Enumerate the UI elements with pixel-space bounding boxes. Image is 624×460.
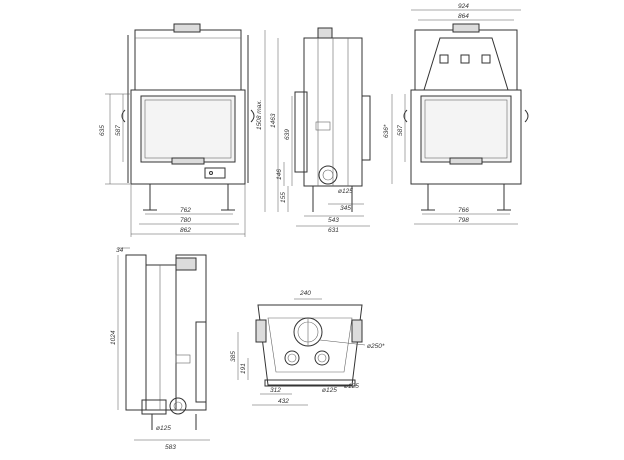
rear-view: 924 864 636* 587 766 798 bbox=[383, 3, 529, 225]
rear-dim-798: 798 bbox=[458, 217, 469, 224]
top-dim-240: 240 bbox=[299, 290, 311, 297]
rear-dim-924: 924 bbox=[458, 3, 469, 10]
front-hood bbox=[134, 29, 242, 91]
side-dim-543: 543 bbox=[328, 217, 339, 224]
section-dim-1024: 1024 bbox=[110, 330, 117, 345]
section-dim-34: 34 bbox=[116, 247, 124, 254]
rear-vent-3 bbox=[481, 54, 491, 64]
top-body bbox=[257, 304, 363, 386]
side-dim-1508max: 1508 max. bbox=[256, 99, 263, 130]
side-dim-631: 631 bbox=[328, 227, 339, 234]
side-dim-639: 639 bbox=[284, 129, 291, 140]
side-door bbox=[294, 91, 308, 173]
side-dim-d125: ø125 bbox=[338, 188, 353, 195]
front-side-clips bbox=[121, 109, 255, 123]
top-dim-312: 312 bbox=[270, 387, 281, 394]
rear-door-glass bbox=[420, 95, 512, 163]
side-view: 1508 max. 1463 639 146 155 ø125 345 543 … bbox=[256, 27, 371, 234]
front-body bbox=[130, 89, 246, 185]
rear-vent-2 bbox=[460, 54, 470, 64]
side-flue-outlet bbox=[318, 165, 338, 185]
front-dim-862: 862 bbox=[180, 227, 191, 234]
top-air-inlet-left bbox=[284, 350, 300, 366]
rear-hood-trapezoid bbox=[423, 37, 509, 91]
rear-dim-636star: 636* bbox=[383, 124, 390, 138]
front-air-control bbox=[204, 167, 226, 179]
front-dim-780: 780 bbox=[180, 217, 191, 224]
rear-hood bbox=[414, 29, 518, 91]
side-dim-1463: 1463 bbox=[270, 113, 277, 128]
top-view: 240 385 191 ø250* 312 432 ø125 ø125 bbox=[230, 290, 385, 406]
top-dim-d125-right: ø125 bbox=[344, 383, 359, 390]
top-dim-385: 385 bbox=[230, 351, 237, 362]
section-flue-outlet bbox=[169, 397, 187, 415]
front-door-handle bbox=[171, 157, 205, 165]
rear-dim-587: 587 bbox=[397, 125, 404, 136]
front-dim-587: 587 bbox=[115, 125, 122, 136]
section-body bbox=[145, 264, 177, 411]
front-door-glass bbox=[140, 95, 236, 163]
rear-body bbox=[410, 89, 522, 185]
top-dim-d250star: ø250* bbox=[367, 343, 385, 350]
rear-vent-1 bbox=[439, 54, 449, 64]
side-collar bbox=[317, 27, 333, 39]
front-dim-635: 635 bbox=[99, 125, 106, 136]
front-collar bbox=[173, 23, 201, 33]
side-dim-146: 146 bbox=[276, 169, 283, 180]
section-dim-d125: ø125 bbox=[156, 425, 171, 432]
front-dim-762: 762 bbox=[180, 207, 191, 214]
top-dim-191: 191 bbox=[240, 363, 247, 374]
front-view: 635 587 762 780 862 bbox=[99, 23, 255, 237]
rear-dim-864: 864 bbox=[458, 13, 469, 20]
side-dim-155: 155 bbox=[280, 192, 287, 203]
section-dim-583: 583 bbox=[165, 444, 176, 451]
top-dim-d125-left: ø125 bbox=[322, 387, 337, 394]
side-dim-345: 345 bbox=[340, 205, 351, 212]
section-view: 34 1024 ø125 583 bbox=[110, 247, 210, 451]
rear-dim-766: 766 bbox=[458, 207, 469, 214]
top-air-inlet-right bbox=[314, 350, 330, 366]
top-dim-432: 432 bbox=[278, 398, 289, 405]
